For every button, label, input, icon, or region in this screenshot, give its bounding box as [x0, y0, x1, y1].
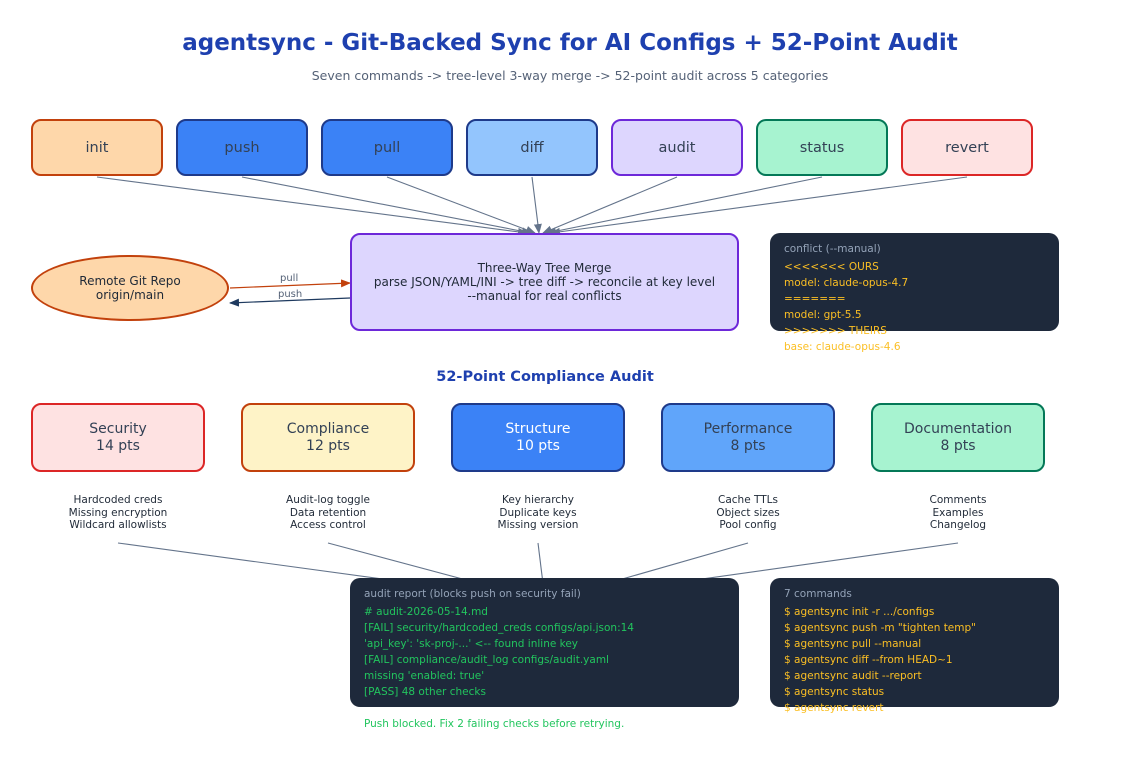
pull-label: pull	[280, 273, 299, 284]
merge-title: Three-Way Tree Merge	[477, 261, 612, 275]
edge-diff-to-merge	[531, 176, 542, 234]
edge-push-to-merge	[241, 176, 532, 236]
category-points: 14 pts	[96, 437, 140, 454]
check-item: Cache TTLs	[718, 494, 778, 506]
command-revert: revert	[901, 119, 1033, 176]
category-name: Documentation	[904, 420, 1012, 437]
check-item: Missing version	[497, 519, 579, 531]
merge-description: parse JSON/YAML/INI -> tree diff -> reco…	[373, 275, 716, 289]
three-way-merge-node: Three-Way Tree Merge parse JSON/YAML/INI…	[350, 233, 739, 331]
check-item: Duplicate keys	[499, 506, 577, 519]
cli-header: 7 commands	[784, 588, 852, 600]
conflict-line: model: claude-opus-4.7	[784, 277, 909, 289]
cli-line: $ agentsync pull --manual	[784, 638, 922, 650]
command-label: diff	[520, 139, 544, 156]
push-blocked-message: Push blocked. Fix 2 failing checks befor…	[364, 718, 625, 730]
command-label: push	[224, 139, 260, 156]
check-item: Key hierarchy	[502, 494, 574, 506]
check-item: Missing encryption	[68, 506, 168, 519]
command-label: audit	[658, 139, 696, 156]
edge-init-to-merge	[96, 176, 528, 236]
edge-status-to-merge	[546, 176, 823, 236]
cli-line: $ agentsync diff --from HEAD~1	[784, 654, 953, 666]
category-points: 12 pts	[306, 437, 350, 454]
edge-audit-to-merge	[542, 176, 678, 234]
command-diff: diff	[466, 119, 598, 176]
check-item: Data retention	[289, 506, 367, 519]
report-line: 'api_key': 'sk-proj-...' <-- found inlin…	[364, 638, 579, 650]
command-label: pull	[373, 139, 401, 156]
check-item: Object sizes	[716, 506, 780, 519]
push-arrow	[229, 297, 351, 307]
report-line: [FAIL] compliance/audit_log configs/audi…	[364, 654, 609, 666]
report-line: # audit-2026-05-14.md	[364, 606, 488, 618]
conflict-line: base: claude-opus-4.6	[784, 341, 901, 353]
push-label: push	[278, 289, 303, 300]
page-title: agentsync - Git-Backed Sync for AI Confi…	[182, 30, 958, 56]
category-name: Compliance	[286, 420, 370, 437]
check-item: Pool config	[719, 519, 777, 531]
edge-pull-to-merge	[386, 176, 536, 234]
cli-line: $ agentsync audit --report	[784, 670, 922, 682]
command-label: revert	[945, 139, 989, 156]
command-label: status	[799, 139, 845, 156]
conflict-panel	[770, 233, 1059, 331]
cli-line: $ agentsync init -r .../configs	[784, 606, 935, 618]
command-label: init	[85, 139, 109, 156]
category-name: Structure	[505, 420, 571, 437]
check-item: Wildcard allowlists	[69, 519, 167, 531]
command-audit: audit	[611, 119, 743, 176]
check-item: Changelog	[929, 519, 987, 531]
page-subtitle: Seven commands -> tree-level 3-way merge…	[311, 68, 829, 83]
report-line: [PASS] 48 other checks	[364, 686, 486, 698]
report-line: missing 'enabled: true'	[364, 670, 485, 682]
conflict-line: >>>>>>> THEIRS	[784, 325, 887, 337]
cli-line: $ agentsync revert	[784, 702, 884, 714]
conflict-line: <<<<<<< OURS	[784, 261, 879, 273]
check-item: Hardcoded creds	[73, 494, 163, 506]
category-points: 10 pts	[516, 437, 560, 454]
category-points: 8 pts	[730, 437, 766, 454]
conflict-line: =======	[784, 293, 846, 305]
audit-report-panel	[350, 578, 739, 707]
cli-line: $ agentsync status	[784, 686, 885, 698]
command-init: init	[31, 119, 163, 176]
conflict-line: model: gpt-5.5	[784, 309, 862, 321]
conflict-header: conflict (--manual)	[784, 243, 881, 255]
category-name: Performance	[703, 420, 793, 437]
merge-manual-note: --manual for real conflicts	[467, 289, 622, 303]
command-push: push	[176, 119, 308, 176]
category-points: 8 pts	[940, 437, 976, 454]
cli-panel	[770, 578, 1059, 707]
category-name: Security	[89, 420, 147, 437]
command-pull: pull	[321, 119, 453, 176]
remote-repo-branch: origin/main	[95, 288, 165, 302]
pull-arrow	[229, 279, 351, 289]
audit-report-header: audit report (blocks push on security fa…	[364, 588, 581, 600]
audit-section-title: 52-Point Compliance Audit	[436, 369, 654, 385]
edge-revert-to-merge	[550, 176, 968, 236]
remote-repo-title: Remote Git Repo	[79, 274, 181, 288]
cli-line: $ agentsync push -m "tighten temp"	[784, 622, 976, 634]
check-item: Audit-log toggle	[286, 494, 370, 506]
check-item: Examples	[932, 506, 984, 519]
check-item: Comments	[929, 494, 987, 506]
command-status: status	[756, 119, 888, 176]
report-line: [FAIL] security/hardcoded_creds configs/…	[364, 622, 634, 634]
remote-repo-node: Remote Git Repo origin/main	[31, 255, 229, 321]
check-item: Access control	[290, 519, 366, 531]
